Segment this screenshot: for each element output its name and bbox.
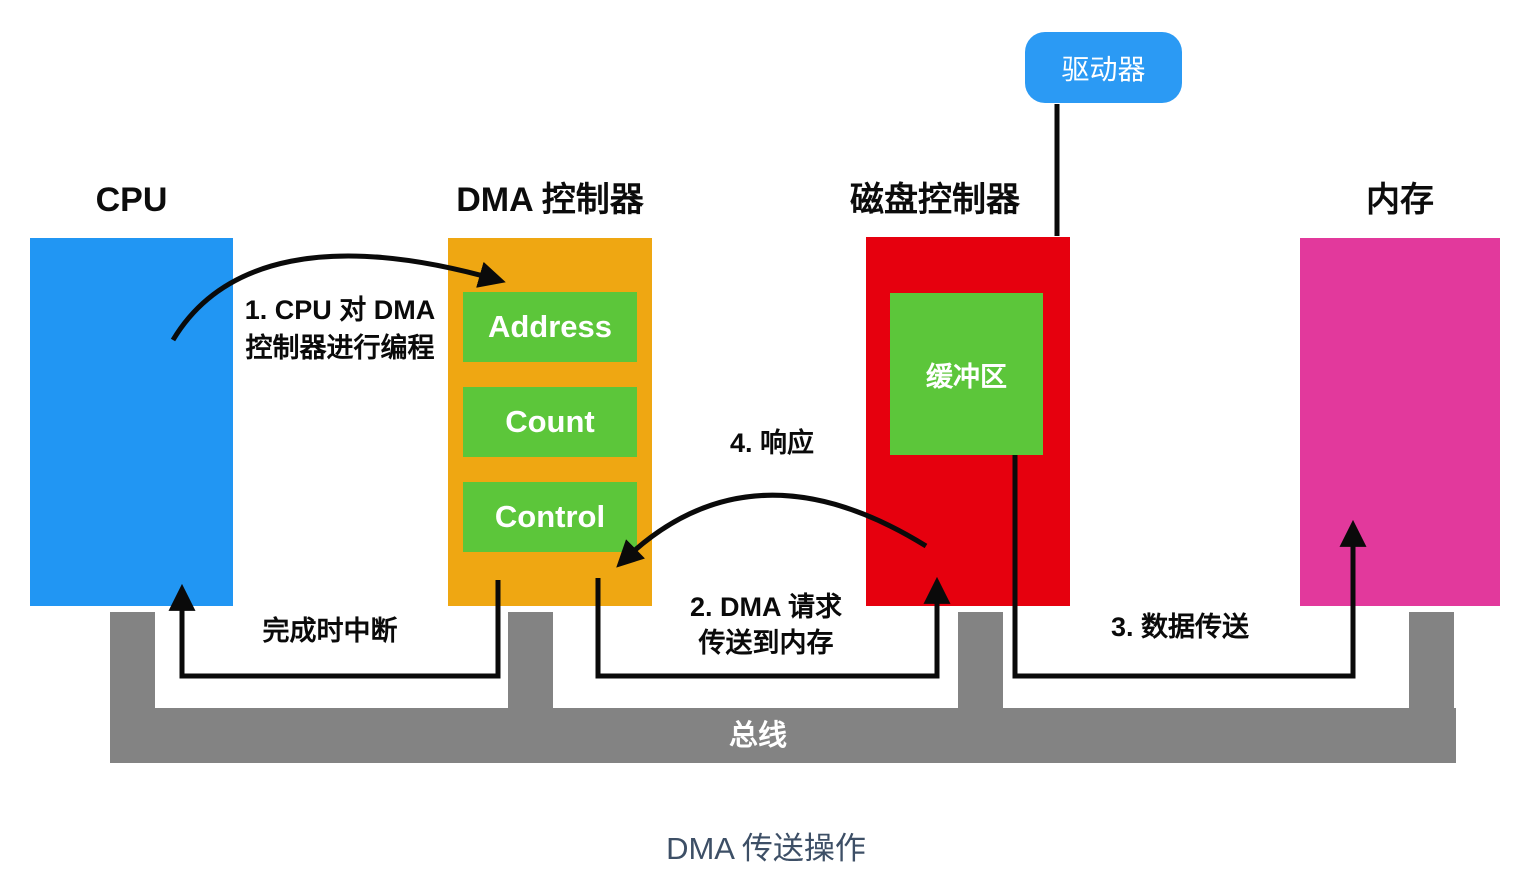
memory-header: 内存 bbox=[1366, 181, 1434, 219]
interrupt-label: 完成时中断 bbox=[262, 616, 398, 646]
dma-controller-box: Address Count Control bbox=[448, 238, 652, 606]
dma-register-control: Control bbox=[463, 482, 637, 552]
cpu-box bbox=[30, 238, 233, 606]
diagram-title: DMA 传送操作 bbox=[666, 831, 866, 866]
step1-line2: 控制器进行编程 bbox=[245, 333, 435, 363]
driver-label: 驱动器 bbox=[1061, 53, 1146, 85]
disk-buffer-label: 缓冲区 bbox=[926, 361, 1007, 392]
step2-line2: 传送到内存 bbox=[698, 628, 834, 658]
driver-node: 驱动器 bbox=[1025, 32, 1182, 103]
bus-bar bbox=[110, 708, 1456, 763]
bus-stub-memory bbox=[1409, 612, 1454, 708]
disk-buffer-box: 缓冲区 bbox=[890, 293, 1043, 455]
disk-controller-header: 磁盘控制器 bbox=[850, 181, 1020, 219]
memory-box bbox=[1300, 238, 1500, 606]
cpu-header: CPU bbox=[95, 181, 168, 219]
step1-line1: 1. CPU 对 DMA bbox=[244, 295, 436, 325]
step2-line1: 2. DMA 请求 bbox=[689, 592, 842, 622]
dma-register-address: Address bbox=[463, 292, 637, 362]
bus-label: 总线 bbox=[728, 720, 787, 752]
dma-controller-header: DMA 控制器 bbox=[456, 181, 644, 219]
step1-label: 1. CPU 对 DMA 控制器进行编程 bbox=[222, 291, 458, 367]
step2-label: 2. DMA 请求 传送到内存 bbox=[666, 589, 866, 661]
bus-stub-dma bbox=[508, 612, 553, 708]
dma-register-count: Count bbox=[463, 387, 637, 457]
step4-label: 4. 响应 bbox=[729, 428, 815, 458]
bus-stub-disk bbox=[958, 612, 1003, 708]
bus-stub-cpu bbox=[110, 612, 155, 708]
disk-controller-box: 缓冲区 bbox=[866, 237, 1070, 606]
step3-label: 3. 数据传送 bbox=[1110, 612, 1250, 642]
